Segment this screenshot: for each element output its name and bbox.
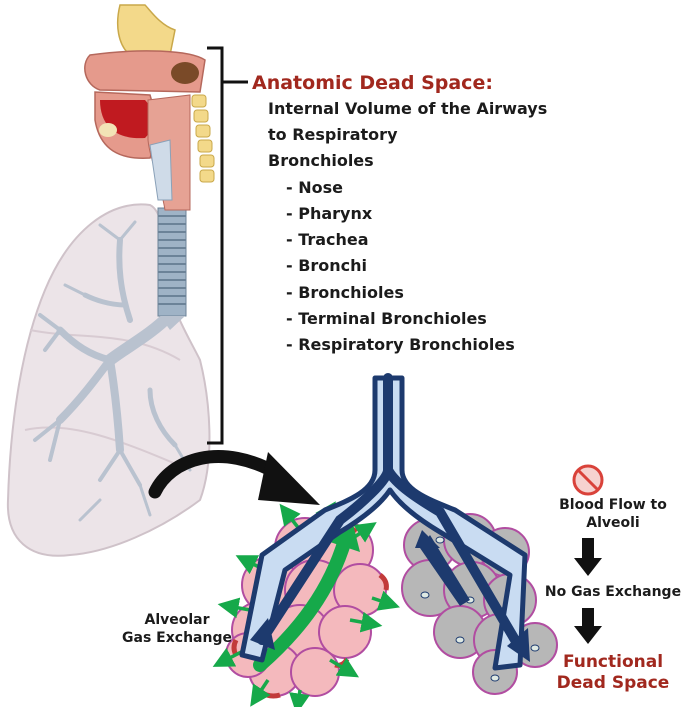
description-line-2: to Respiratory bbox=[268, 125, 398, 144]
alveolar-label-line-1: Alveolar bbox=[144, 612, 210, 628]
functional-line-2: Dead Space bbox=[556, 673, 670, 694]
blood-flow-label: Blood Flow to Alveoli bbox=[543, 497, 683, 532]
airway-list-item: - Pharynx bbox=[286, 204, 373, 223]
airway-list-item: - Nose bbox=[286, 178, 343, 197]
head-cross-section bbox=[84, 4, 215, 211]
airway-list-item: - Respiratory Bronchioles bbox=[286, 335, 515, 354]
trachea bbox=[157, 207, 187, 330]
no-symbol-icon bbox=[572, 464, 604, 496]
down-arrow-icon bbox=[574, 608, 602, 644]
functional-dead-space-label: Functional Dead Space bbox=[548, 652, 678, 695]
bronchial-tree bbox=[33, 220, 192, 522]
alveolar-gas-exchange-label: Alveolar Gas Exchange bbox=[118, 612, 236, 647]
description-line-3: Bronchioles bbox=[268, 151, 374, 170]
no-gas-exchange-label: No Gas Exchange bbox=[544, 584, 682, 600]
airway-list-item: - Terminal Bronchioles bbox=[286, 309, 487, 328]
functional-line-1: Functional bbox=[562, 652, 664, 672]
down-arrow-icon bbox=[574, 538, 602, 576]
airway-list-item: - Bronchioles bbox=[286, 283, 404, 302]
airway-list-item: - Bronchi bbox=[286, 256, 368, 275]
blood-flow-line-2: Alveoli bbox=[586, 514, 640, 531]
bracket bbox=[207, 46, 224, 445]
alveolar-label-line-2: Gas Exchange bbox=[122, 629, 232, 646]
blood-flow-line-1: Blood Flow to bbox=[559, 497, 667, 513]
bronchiole-airway bbox=[239, 373, 530, 671]
curved-arrow-icon bbox=[148, 450, 320, 505]
airway-list-item: - Trachea bbox=[286, 230, 369, 249]
description-line-1: Internal Volume of the Airways bbox=[268, 99, 548, 118]
anatomic-dead-space-title: Anatomic Dead Space: bbox=[252, 72, 493, 94]
